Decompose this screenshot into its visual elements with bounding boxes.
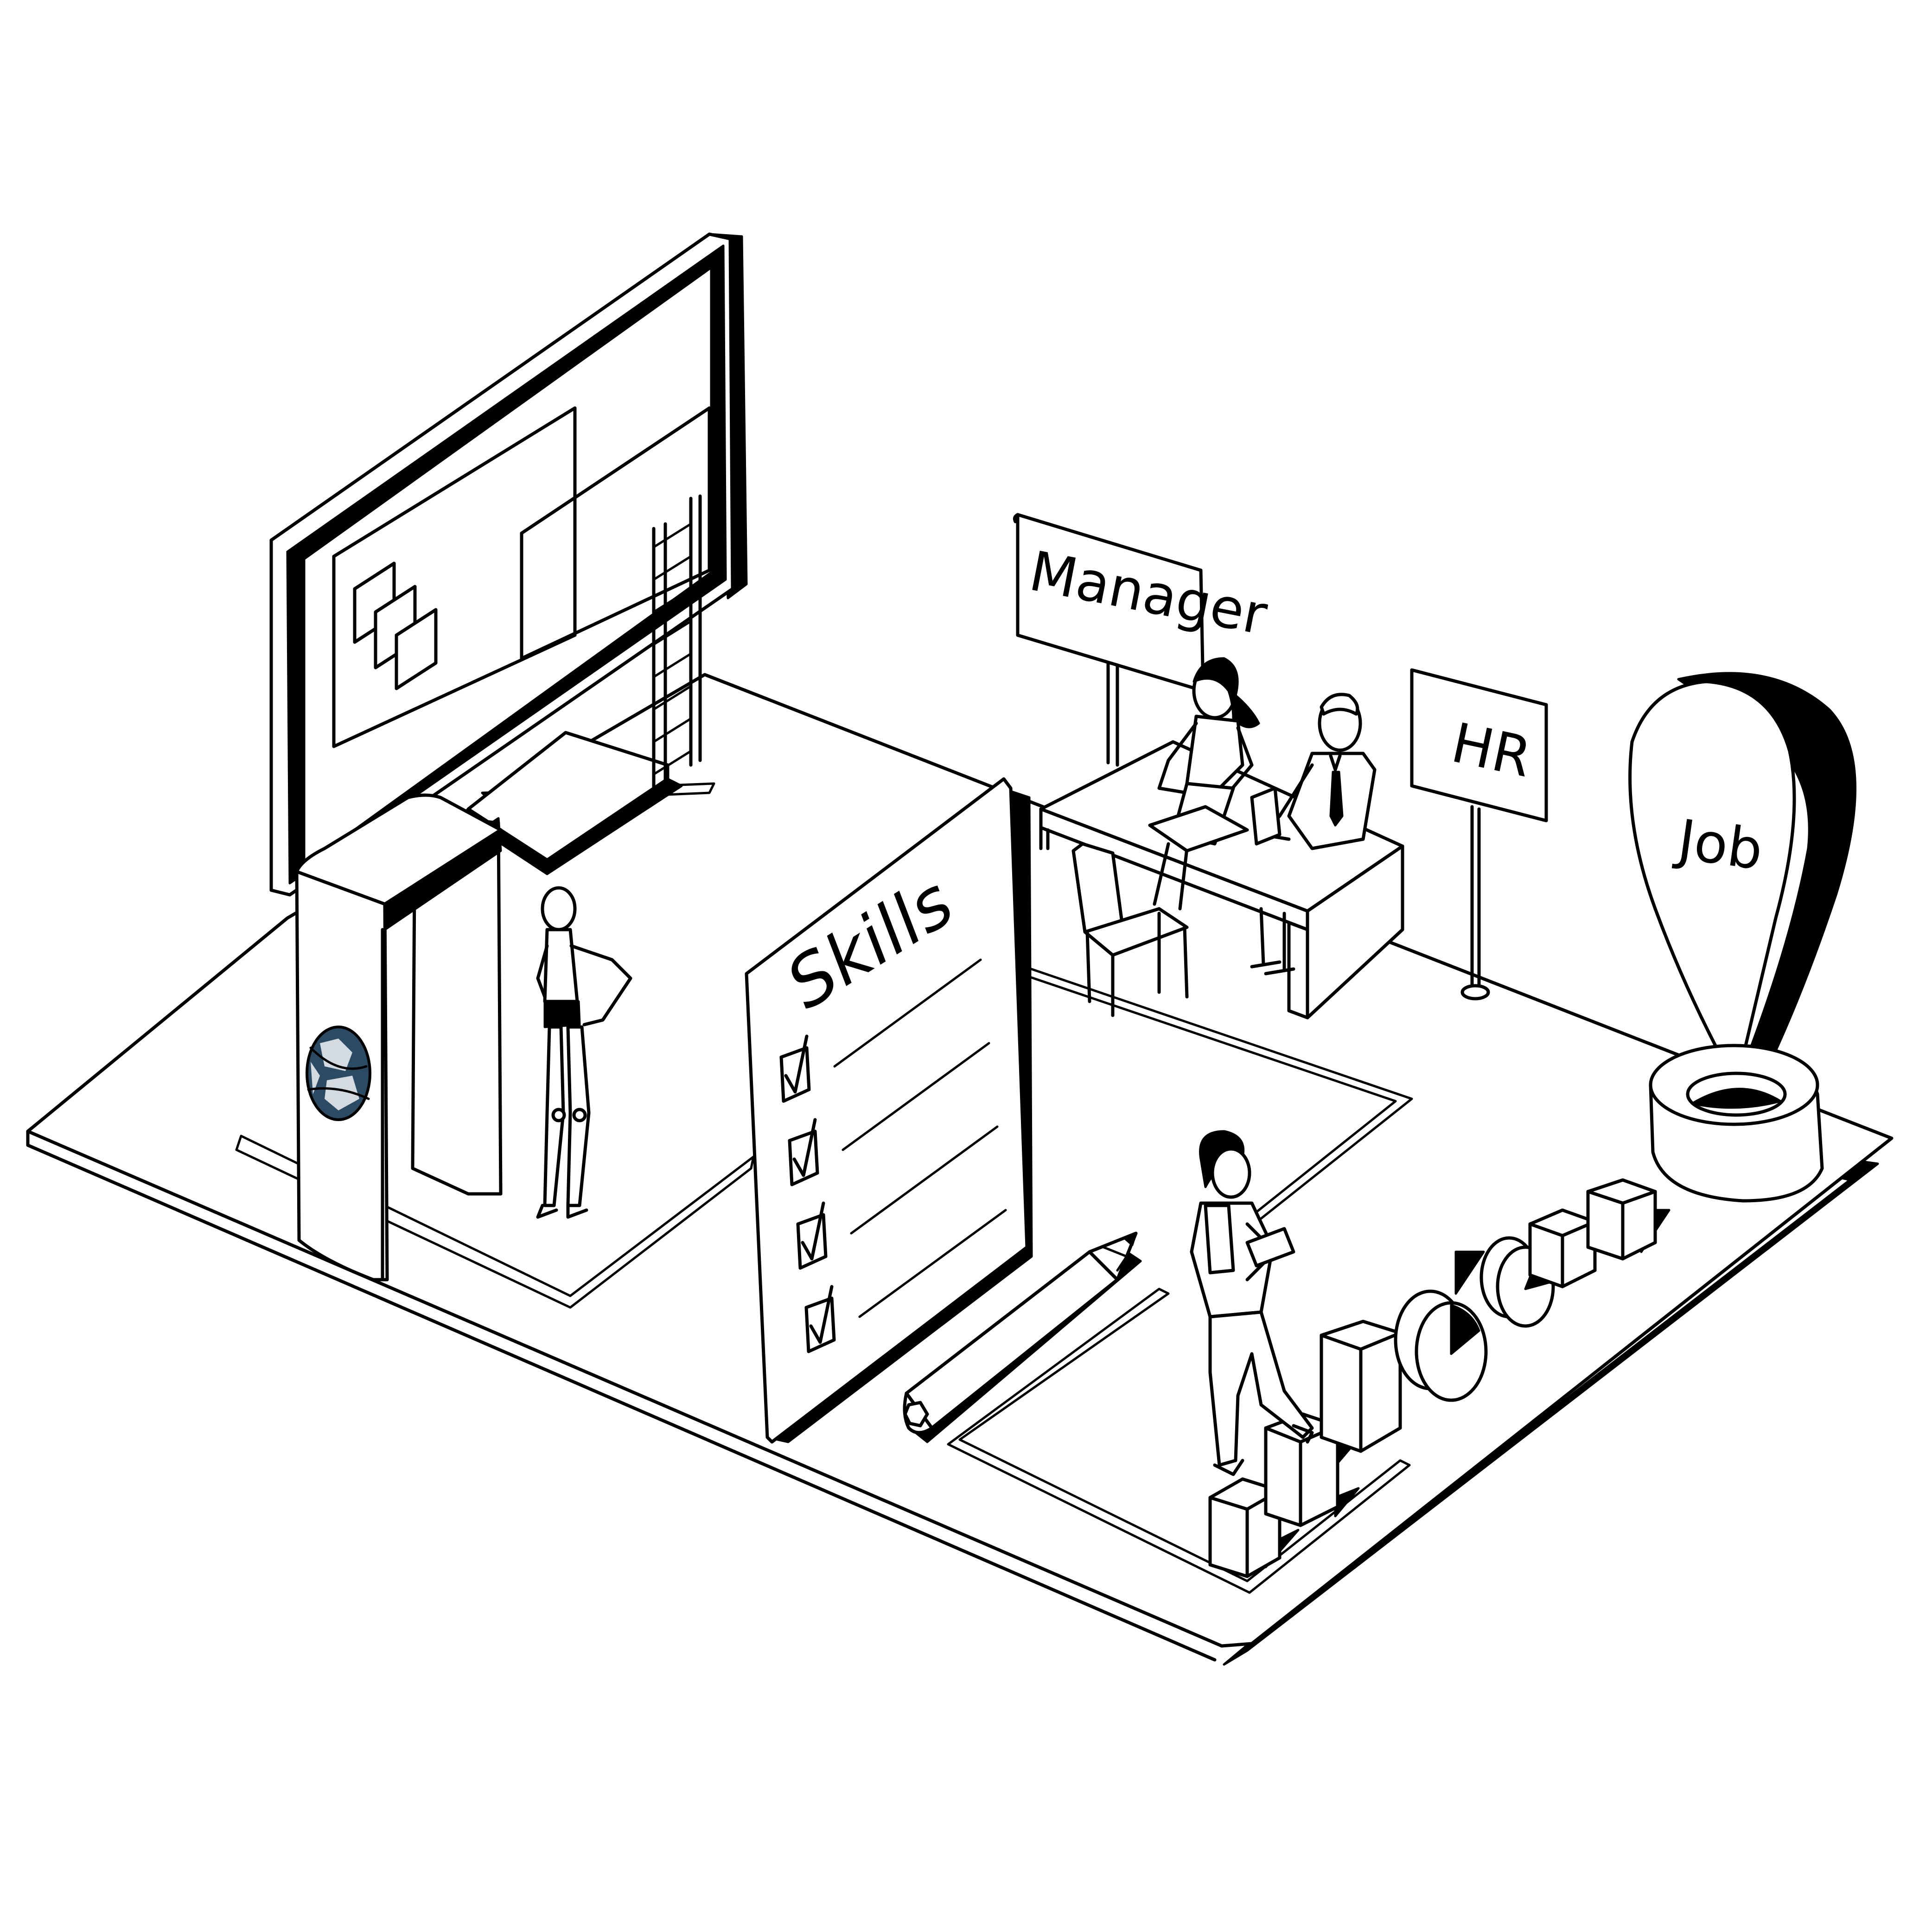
mannequin-figure: [536, 886, 632, 1219]
checklist-line: [858, 1209, 1007, 1318]
checklist-line: [842, 1042, 990, 1151]
globe-icon: [306, 1026, 371, 1121]
check-mark-icon: [784, 1034, 809, 1094]
map-pin-icon: Job: [1628, 672, 1856, 1091]
checklist-row: [804, 1209, 1007, 1353]
check-mark-icon: [792, 1118, 817, 1177]
pie-chart-icon: [1394, 1236, 1555, 1402]
checklist: [779, 958, 1007, 1353]
job-pin: Job: [1628, 672, 1856, 1203]
chair: [1071, 842, 1189, 1017]
skills-board: Skills: [745, 777, 1033, 1444]
entrance-pillar: [295, 793, 503, 1282]
pencil-icon: [903, 1231, 1142, 1443]
checklist-line: [833, 958, 982, 1068]
person-hr-man: [1250, 693, 1377, 976]
checklist-line: [850, 1125, 999, 1235]
display-monitor: [269, 232, 748, 897]
checklist-row: [779, 958, 982, 1103]
ladder: [652, 494, 702, 797]
overlapping-squares: [353, 561, 438, 690]
pin-base: [1649, 1044, 1824, 1203]
bar-chart-icon: [1208, 1209, 1671, 1578]
hr-sign: HR: [1410, 668, 1548, 1001]
small-bars: [1528, 1178, 1657, 1288]
desk: [1039, 740, 1404, 1020]
person-candidate: [1190, 1130, 1314, 1476]
job-label: Job: [1671, 807, 1766, 882]
checklist-row: [796, 1125, 999, 1270]
person-manager-woman: [1148, 657, 1260, 911]
check-mark-icon: [809, 1285, 834, 1344]
checklist-row: [788, 1042, 990, 1186]
check-mark-icon: [801, 1201, 825, 1261]
